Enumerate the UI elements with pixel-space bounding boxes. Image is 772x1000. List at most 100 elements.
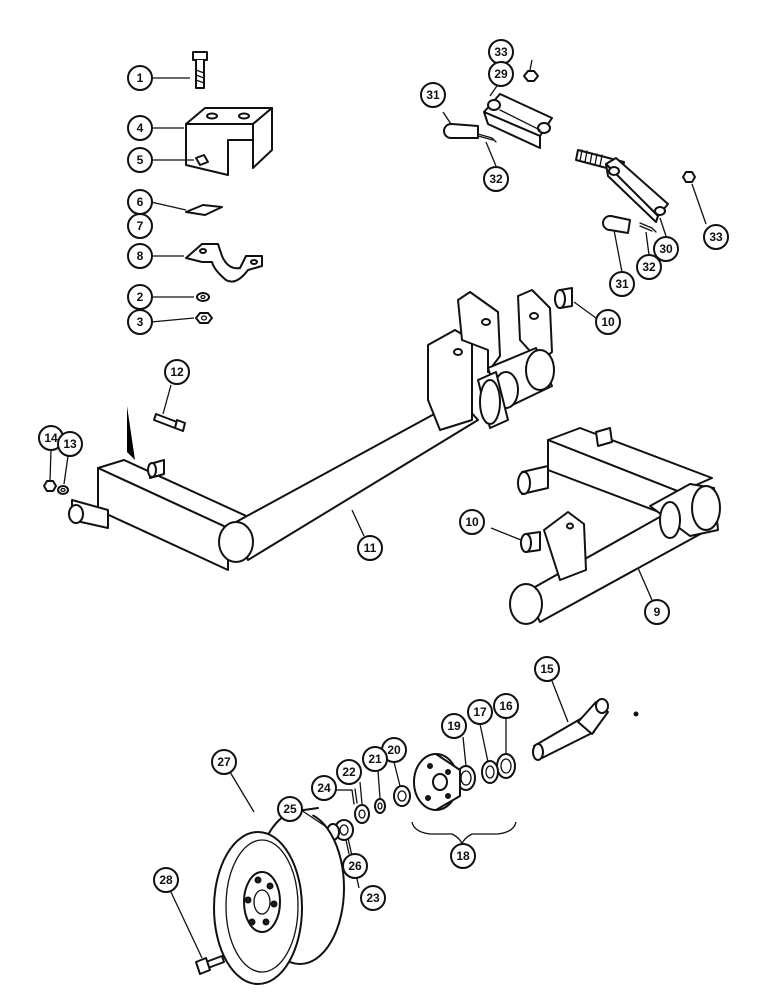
seal-part-16 xyxy=(496,753,516,779)
svg-text:23: 23 xyxy=(366,891,380,905)
svg-text:22: 22 xyxy=(342,765,356,779)
callout-15: 15 xyxy=(534,656,560,682)
svg-text:13: 13 xyxy=(63,437,77,451)
callout-32-top: 32 xyxy=(483,166,509,192)
svg-text:17: 17 xyxy=(473,705,487,719)
svg-text:3: 3 xyxy=(137,315,144,329)
shim-part-6-7 xyxy=(185,204,223,216)
bolt-part-1 xyxy=(192,51,208,89)
callout-13: 13 xyxy=(57,431,83,457)
washer-part-2 xyxy=(196,292,210,302)
callout-4: 4 xyxy=(127,115,153,141)
callout-2: 2 xyxy=(127,284,153,310)
callout-10-lower: 10 xyxy=(459,509,485,535)
svg-text:10: 10 xyxy=(465,515,479,529)
svg-text:14: 14 xyxy=(44,431,58,445)
callout-24: 24 xyxy=(311,775,337,801)
leader-lines xyxy=(49,59,707,959)
cap-block-part-4 xyxy=(185,107,273,176)
svg-text:16: 16 xyxy=(499,699,513,713)
svg-text:15: 15 xyxy=(540,662,554,676)
axle-beam-part-11 xyxy=(68,289,555,571)
svg-text:11: 11 xyxy=(364,541,377,555)
svg-text:6: 6 xyxy=(137,195,144,209)
callout-9: 9 xyxy=(644,599,670,625)
svg-text:8: 8 xyxy=(137,249,144,263)
callout-23: 23 xyxy=(360,885,386,911)
svg-text:7: 7 xyxy=(137,219,144,233)
svg-text:32: 32 xyxy=(489,172,503,186)
spindle-part-15 xyxy=(532,698,639,761)
pin-part-31-bottom xyxy=(602,215,631,234)
lower-clamp-part-8 xyxy=(185,243,263,283)
clevis-link-part-29 xyxy=(483,93,553,149)
callout-11: 11 xyxy=(357,535,383,561)
svg-text:9: 9 xyxy=(654,605,661,619)
callout-19: 19 xyxy=(441,713,467,739)
svg-text:33: 33 xyxy=(709,230,723,244)
callout-17: 17 xyxy=(467,699,493,725)
svg-text:24: 24 xyxy=(317,781,331,795)
callout-33-right: 33 xyxy=(703,224,729,250)
bearing-cup-part-17 xyxy=(481,760,499,784)
svg-text:10: 10 xyxy=(601,315,615,329)
callout-20: 20 xyxy=(381,737,407,763)
svg-text:4: 4 xyxy=(137,121,144,135)
svg-text:2: 2 xyxy=(137,290,144,304)
svg-text:32: 32 xyxy=(642,260,656,274)
bearing-part-20 xyxy=(393,785,411,807)
svg-text:1: 1 xyxy=(137,71,144,85)
svg-text:5: 5 xyxy=(137,153,144,167)
bushing-part-10-lower xyxy=(520,531,541,553)
svg-text:33: 33 xyxy=(494,45,508,59)
svg-text:28: 28 xyxy=(159,873,173,887)
callout-12: 12 xyxy=(164,359,190,385)
callout-3: 3 xyxy=(127,309,153,335)
threaded-clevis-part-30 xyxy=(575,149,669,223)
svg-text:26: 26 xyxy=(348,859,362,873)
nut-part-14 xyxy=(43,480,57,492)
callout-7: 7 xyxy=(127,213,153,239)
svg-text:12: 12 xyxy=(170,365,184,379)
nut-part-22 xyxy=(354,804,370,824)
cotter-pin-part-24 xyxy=(351,788,358,805)
callout-32-bottom: 32 xyxy=(636,254,662,280)
callout-8: 8 xyxy=(127,243,153,269)
svg-text:25: 25 xyxy=(283,802,297,816)
callout-26: 26 xyxy=(342,853,368,879)
callout-33-top: 33 xyxy=(488,39,514,65)
bolt-12-reference-line xyxy=(60,406,135,512)
cotter-pin-part-32-bottom xyxy=(639,222,657,233)
svg-text:31: 31 xyxy=(615,277,629,291)
svg-text:19: 19 xyxy=(447,719,461,733)
callout-30: 30 xyxy=(653,236,679,262)
callout-31-bottom: 31 xyxy=(609,271,635,297)
callout-25: 25 xyxy=(277,796,303,822)
callout-16: 16 xyxy=(493,693,519,719)
nut-part-33-right xyxy=(682,171,696,183)
svg-text:30: 30 xyxy=(659,242,673,256)
callout-5: 5 xyxy=(127,147,153,173)
callout-10-top: 10 xyxy=(595,309,621,335)
callout-28: 28 xyxy=(153,867,179,893)
svg-text:21: 21 xyxy=(368,752,382,766)
grease-fitting-part-5 xyxy=(195,154,209,166)
svg-text:29: 29 xyxy=(494,67,508,81)
svg-text:18: 18 xyxy=(456,849,470,863)
wheel-rim-part-27 xyxy=(213,807,345,985)
hub-part-18 xyxy=(413,753,461,811)
svg-text:31: 31 xyxy=(426,88,440,102)
callout-29: 29 xyxy=(488,61,514,87)
callout-6: 6 xyxy=(127,189,153,215)
wheel-bolt-part-28 xyxy=(195,955,225,975)
hub-group-bracket xyxy=(411,821,517,847)
callout-18: 18 xyxy=(450,843,476,869)
callout-31-top: 31 xyxy=(420,82,446,108)
pivot-bracket-part-9 xyxy=(509,427,721,625)
washer-part-13 xyxy=(57,485,69,495)
svg-text:20: 20 xyxy=(387,743,401,757)
bolt-part-12 xyxy=(153,413,186,432)
svg-text:27: 27 xyxy=(217,755,231,769)
